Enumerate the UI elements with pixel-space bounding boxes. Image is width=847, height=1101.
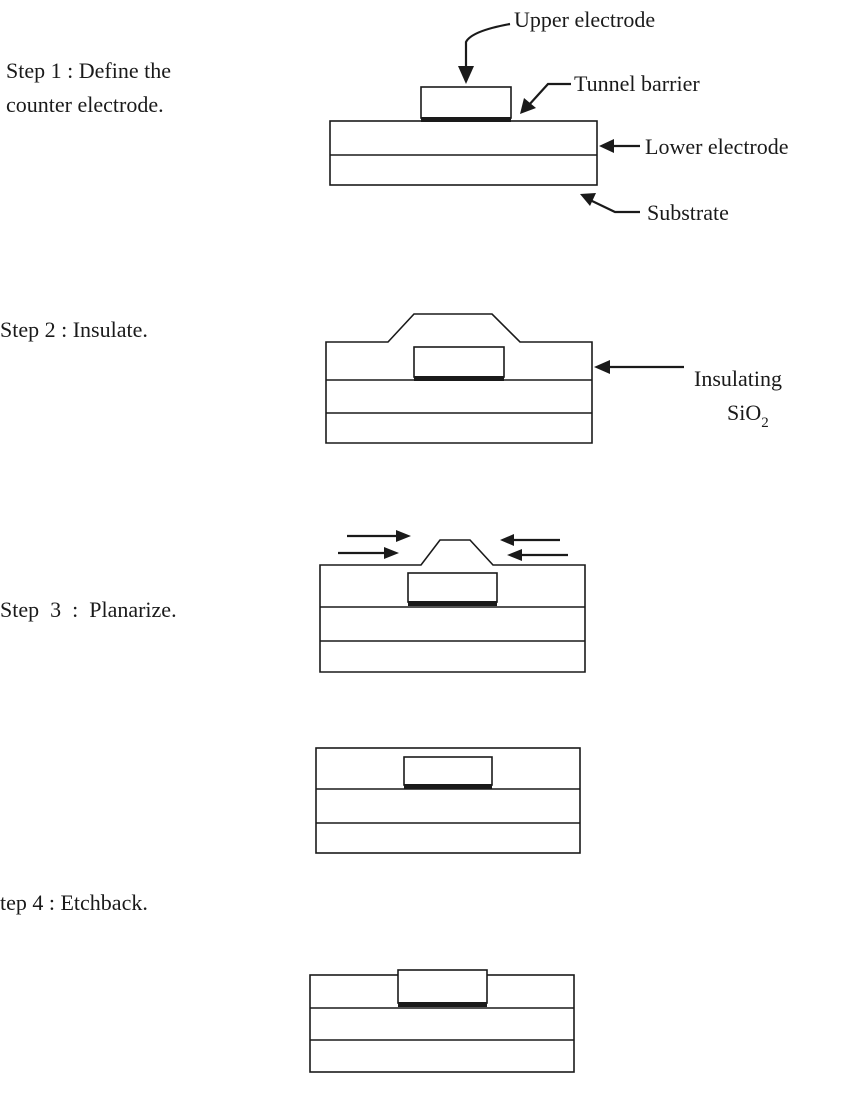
upper-electrode-arrowhead xyxy=(458,66,474,84)
step-1-lower-electrode-layer xyxy=(329,120,598,186)
step-3-label: Step 3 : Planarize. xyxy=(0,597,177,622)
step-3b-tunnel-barrier xyxy=(404,784,492,789)
step-1-label-line2: counter electrode. xyxy=(6,92,164,117)
step-4-diagram xyxy=(309,969,575,1073)
upper-electrode-arrow xyxy=(464,22,511,72)
substrate-arrowhead xyxy=(580,193,596,206)
planarize-arrowhead-left-top xyxy=(396,530,411,542)
step-1-diagram: Upper electrode Tunnel barrier Lower ele… xyxy=(329,7,789,225)
step-1-upper-electrode xyxy=(420,86,512,119)
tunnel-barrier-arrow xyxy=(527,82,571,107)
step-3-diagram-after xyxy=(315,747,581,854)
step-2-tunnel-barrier xyxy=(414,376,504,381)
substrate-label: Substrate xyxy=(647,200,729,225)
planarize-arrowhead-left-bottom xyxy=(384,547,399,559)
sio2-label: SiO2 xyxy=(727,400,769,431)
planarize-arrowhead-right-bottom xyxy=(507,549,522,561)
step-4-upper-electrode xyxy=(397,969,488,1004)
sio2-label-base: SiO xyxy=(727,400,761,425)
step-2-diagram: Insulating SiO2 xyxy=(325,313,782,444)
step-4-tunnel-barrier xyxy=(398,1002,487,1007)
step-3-upper-electrode xyxy=(407,572,498,603)
step-3b-upper-electrode xyxy=(403,756,493,786)
tunnel-barrier-label: Tunnel barrier xyxy=(574,71,700,96)
lower-electrode-arrowhead xyxy=(599,139,614,153)
sio2-label-subscript: 2 xyxy=(761,415,769,431)
upper-electrode-label: Upper electrode xyxy=(514,7,655,32)
lower-electrode-label: Lower electrode xyxy=(645,134,789,159)
insulating-sio2-arrowhead xyxy=(594,360,610,374)
step-3-diagram-before xyxy=(319,530,586,673)
insulating-label: Insulating xyxy=(694,366,782,391)
substrate-arrow xyxy=(589,199,640,214)
step-2-upper-electrode xyxy=(413,346,505,378)
step-1-tunnel-barrier xyxy=(421,117,511,122)
planarize-arrowhead-right-top xyxy=(500,534,514,546)
tunnel-barrier-arrowhead xyxy=(520,98,536,114)
step-3-tunnel-barrier xyxy=(408,601,497,606)
step-2-label: Step 2 : Insulate. xyxy=(0,317,148,342)
step-1-label-line1: Step 1 : Define the xyxy=(6,58,171,83)
step-4-label: tep 4 : Etchback. xyxy=(0,890,148,915)
